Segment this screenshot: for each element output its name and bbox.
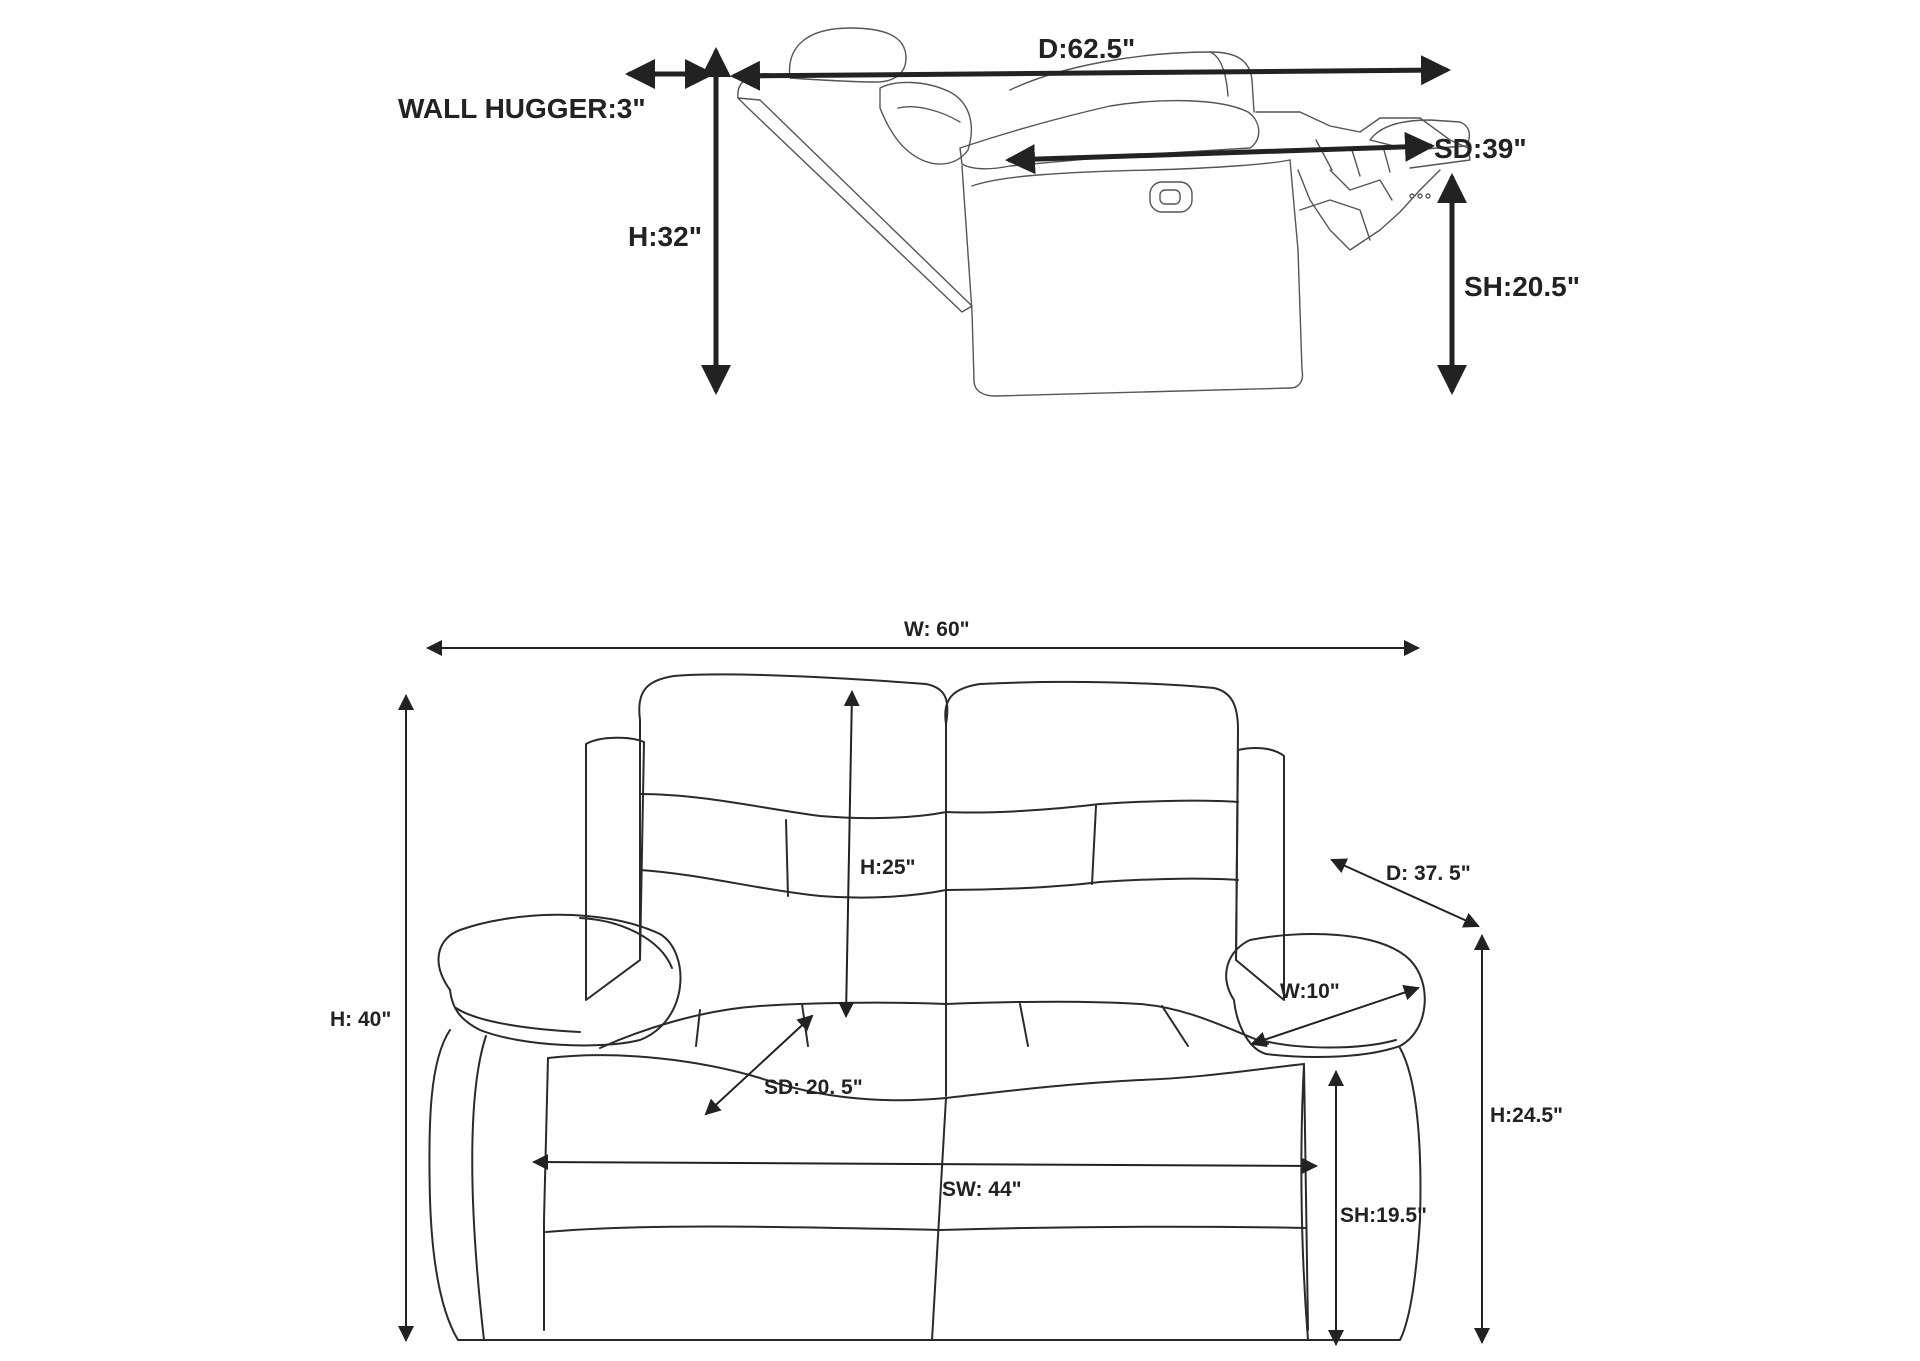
recliner-seat-height-label: SH:20.5" bbox=[1464, 271, 1580, 302]
wall-hugger-label: WALL HUGGER:3" bbox=[398, 93, 646, 124]
seat-width-arrow bbox=[532, 1154, 1318, 1174]
recliner-side-view: WALL HUGGER:3" H:32" D:62.5" SD:39" SH:2… bbox=[398, 27, 1580, 397]
seat-width-label: SW: 44" bbox=[942, 1178, 1022, 1201]
recliner-seat-depth-arrow bbox=[1005, 131, 1435, 175]
arm-width-arrow bbox=[1250, 984, 1420, 1048]
seat-depth-arrow bbox=[704, 1014, 814, 1116]
back-height-arrow bbox=[838, 690, 860, 1018]
overall-height-label: H: 40" bbox=[330, 1008, 391, 1031]
recliner-depth-label: D:62.5" bbox=[1038, 33, 1135, 64]
arm-height-label: H:24.5" bbox=[1490, 1104, 1563, 1127]
recliner-outline bbox=[737, 27, 1471, 397]
seat-height-label: SH:19.5" bbox=[1340, 1204, 1427, 1227]
loveseat-outline bbox=[428, 673, 1426, 1341]
recliner-seat-depth-label: SD:39" bbox=[1434, 133, 1527, 164]
seat-depth-label: SD: 20. 5" bbox=[764, 1076, 863, 1099]
overall-width-label: W: 60" bbox=[904, 618, 970, 641]
arm-width-label: W:10" bbox=[1280, 980, 1340, 1003]
loveseat-front-view: W: 60" H: 40" H:25" SD: 20. 5" SW: 44" D… bbox=[330, 618, 1563, 1346]
recliner-height-label: H:32" bbox=[628, 221, 702, 252]
depth-label: D: 37. 5" bbox=[1386, 862, 1471, 885]
recliner-depth-arrow bbox=[730, 55, 1451, 91]
depth-arrow bbox=[1330, 858, 1480, 928]
back-height-label: H:25" bbox=[860, 856, 915, 879]
